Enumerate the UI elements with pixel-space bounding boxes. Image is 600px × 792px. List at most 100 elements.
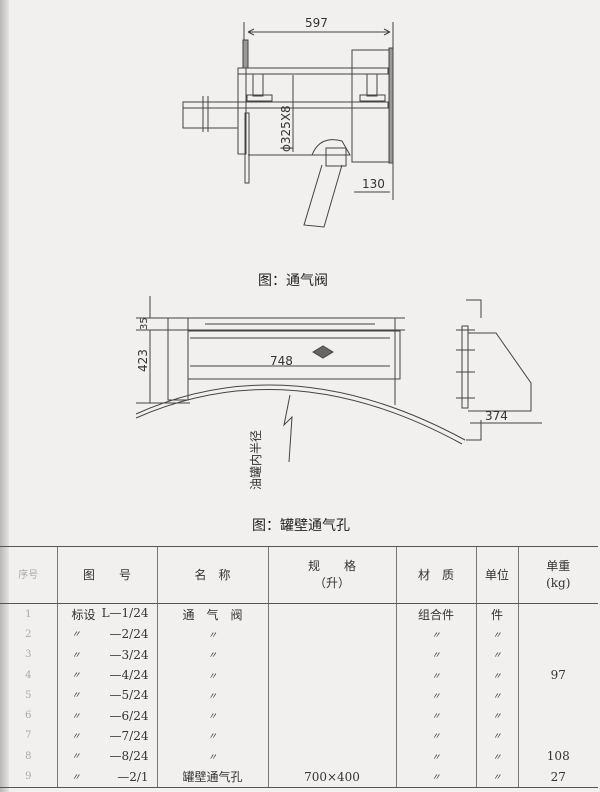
- cell-drawing: 〃 —2/24: [56, 624, 157, 645]
- cell-weight: 108: [517, 746, 598, 767]
- header-unit: 单位: [475, 546, 518, 604]
- cell-weight: [517, 685, 598, 706]
- drawing-prefix: 〃: [71, 731, 81, 742]
- tank-wall-vent-drawing: 35 423 748 油罐内半径 374: [135, 296, 542, 490]
- dim-top: 35: [139, 317, 150, 330]
- cell-weight: [517, 624, 598, 645]
- cell-unit: 〃: [475, 664, 518, 686]
- table-row: 8〃—8/24〃〃〃108: [0, 746, 598, 767]
- cell-weight: 27: [517, 766, 598, 788]
- label-radius: 油罐内半径: [249, 430, 263, 490]
- table-row: 6〃—6/24〃〃〃: [0, 705, 598, 726]
- header-no: 序号: [0, 546, 57, 604]
- header-spec: 规 格 （升）: [267, 546, 396, 604]
- cell-spec: [267, 624, 396, 645]
- cell-no: 2: [25, 628, 32, 640]
- spec-label: 规 格: [307, 559, 356, 573]
- cell-name: 罐壁通气孔: [156, 766, 268, 788]
- cell-weight: [517, 644, 598, 665]
- drawing-code: —2/24: [109, 627, 149, 642]
- figure2-caption: 图：罐壁通气孔: [252, 518, 350, 534]
- cell-weight: [517, 725, 598, 747]
- cell-unit: 〃: [475, 766, 518, 788]
- drawing-code: —5/24: [109, 688, 149, 703]
- drawing-prefix: 标设: [71, 607, 96, 622]
- page-edge-shadow: [0, 0, 9, 792]
- cell-unit: 件: [475, 603, 518, 625]
- drawing-code: —4/24: [109, 668, 149, 683]
- cell-material: 〃: [395, 685, 476, 706]
- cell-drawing: 〃—3/24: [56, 644, 157, 665]
- drawing-prefix: 〃: [71, 711, 81, 722]
- cell-unit: 〃: [475, 685, 518, 706]
- table-row: 7〃—7/24〃〃〃: [0, 725, 598, 747]
- spec-unit: （升）: [313, 576, 350, 590]
- cell-unit: 〃: [475, 705, 518, 726]
- cell-spec: [267, 603, 396, 625]
- cell-name: 〃: [156, 725, 268, 747]
- cell-name: 通 气 阀: [156, 603, 268, 625]
- cell-no: 3: [25, 649, 32, 661]
- drawing-code: —8/24: [109, 749, 149, 764]
- drawing-prefix: 〃: [71, 630, 81, 641]
- header-name: 名 称: [156, 546, 268, 604]
- cell-drawing: 〃 —4/24: [56, 664, 157, 686]
- cell-drawing: 〃 —7/24: [56, 725, 157, 747]
- drawing-code: —2/1: [117, 769, 149, 784]
- cell-spec: 700×400: [267, 766, 396, 788]
- drawing-code: L—1/24: [101, 605, 149, 620]
- drawing-code: —6/24: [109, 708, 149, 723]
- cell-name: 〃: [156, 746, 268, 767]
- cell-drawing: 〃 —8/24: [56, 746, 157, 767]
- cell-material: 〃: [395, 705, 476, 726]
- cell-spec: [267, 725, 396, 747]
- dim-length: 597: [305, 16, 328, 30]
- drawing-prefix: 〃: [71, 752, 81, 763]
- drawing-prefix: 〃: [71, 772, 81, 783]
- drawing-code: —7/24: [109, 728, 149, 743]
- cell-unit: 〃: [475, 624, 518, 645]
- cell-name: 〃: [156, 685, 268, 706]
- cell-material: 〃: [395, 644, 476, 665]
- table-row: 2〃—2/24〃〃〃: [0, 624, 598, 645]
- cell-no: 8: [25, 750, 32, 762]
- table-row: 4〃—4/24〃〃〃97: [0, 664, 598, 686]
- cell-material: 〃: [395, 624, 476, 645]
- cell-spec: [267, 685, 396, 706]
- cell-material: 组合件: [395, 603, 476, 625]
- cell-unit: 〃: [475, 725, 518, 747]
- header-weight: 单重 (kg): [517, 546, 598, 604]
- table-header: 序号 图 号 名 称 规 格（升） 材 质 单位 单重(kg): [0, 546, 598, 604]
- table-row: 3〃—3/24〃〃〃: [0, 644, 598, 665]
- cell-weight: [517, 603, 598, 625]
- figure1-caption: 图：通气阀: [258, 273, 328, 289]
- cell-no: 1: [25, 608, 32, 620]
- cell-name: 〃: [156, 705, 268, 726]
- drawing-prefix: 〃: [71, 691, 81, 702]
- dim-side: 374: [485, 409, 508, 423]
- cell-weight: [517, 705, 598, 726]
- dim-width: 748: [270, 354, 293, 368]
- drawing-prefix: 〃: [71, 671, 81, 682]
- cell-name: 〃: [156, 664, 268, 686]
- weight-label: 单重: [546, 559, 571, 573]
- cell-name: 〃: [156, 644, 268, 665]
- cell-no: 9: [0, 766, 57, 788]
- weight-unit: (kg): [546, 576, 571, 590]
- drawing-prefix: 〃: [71, 650, 81, 661]
- cell-no: 7: [25, 730, 32, 742]
- cell-no: 5: [25, 689, 32, 701]
- cell-no: 4: [25, 669, 32, 681]
- cell-material: 〃: [395, 664, 476, 686]
- table-row: 5〃—5/24〃〃〃: [0, 685, 598, 706]
- drawings: 597 ϕ325X8 130 35 423 74: [135, 16, 542, 490]
- cell-weight: 97: [517, 664, 598, 686]
- cell-material: 〃: [395, 746, 476, 767]
- vent-valve-drawing: 597 ϕ325X8 130: [182, 16, 394, 228]
- cell-material: 〃: [395, 766, 476, 788]
- header-drawing: 图 号: [56, 546, 157, 604]
- cell-drawing: 标设 L—1/24: [56, 603, 157, 625]
- table-row: 1 标设 L—1/24 通 气 阀 组合件件: [0, 603, 598, 625]
- cell-spec: [267, 746, 396, 767]
